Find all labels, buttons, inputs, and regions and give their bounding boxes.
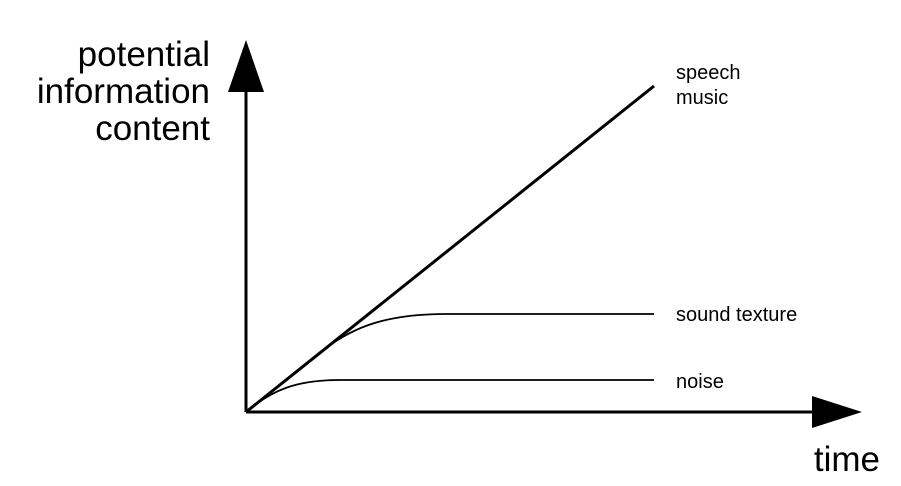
x-axis	[246, 396, 862, 428]
sound-texture-label: sound texture	[676, 304, 797, 326]
y-axis-title-line-2: information	[37, 72, 210, 111]
x-axis-title: time	[814, 440, 880, 479]
sound-texture-curve	[245, 313, 654, 413]
noise-label: noise	[676, 371, 724, 393]
noise-curve	[245, 379, 654, 413]
y-axis-title-line-3: content	[95, 109, 210, 148]
y-axis	[228, 40, 264, 412]
speech-label: speech	[676, 62, 741, 84]
music-label: music	[676, 87, 728, 109]
y-axis-arrowhead	[228, 40, 264, 92]
y-axis-title-line-1: potential	[78, 35, 210, 74]
x-axis-arrowhead	[812, 396, 862, 428]
